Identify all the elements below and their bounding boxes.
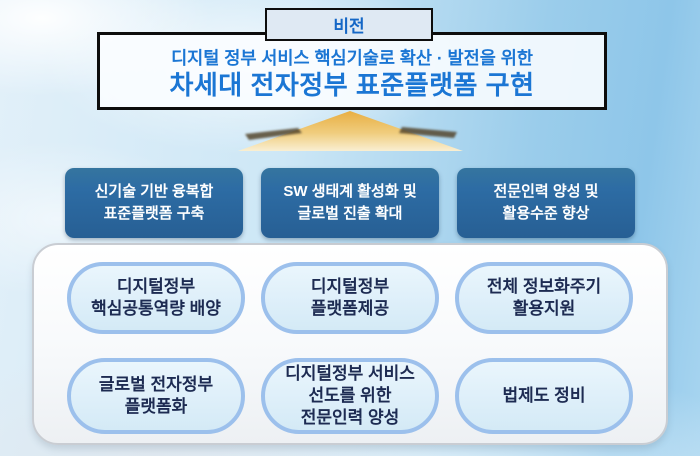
vision-subtitle: 디지털 정부 서비스 핵심기술로 확산 · 발전을 위한 (171, 48, 533, 69)
vision-statement-box: 디지털 정부 서비스 핵심기술로 확산 · 발전을 위한 차세대 전자정부 표준… (97, 32, 607, 110)
task-line: 글로벌 전자정부 (98, 375, 214, 395)
task-pill-lifecycle-support: 전체 정보화주기 활용지원 (455, 262, 633, 334)
task-pill-global-platform: 글로벌 전자정부 플랫폼화 (67, 358, 245, 434)
vision-label-box: 비전 (265, 8, 433, 41)
task-row-2: 글로벌 전자정부 플랫폼화 디지털정부 서비스 선도를 위한 전문인력 양성 법… (34, 358, 666, 434)
vision-title: 차세대 전자정부 표준플랫폼 구현 (169, 70, 535, 101)
task-line: 디지털정부 서비스 (285, 364, 415, 384)
task-line: 선도를 위한 (308, 386, 392, 406)
task-line: 디지털정부 (310, 277, 390, 297)
strategy-box-experts: 전문인력 양성 및 활용수준 향상 (457, 168, 635, 238)
task-line: 플랫폼제공 (310, 299, 390, 318)
task-line: 디지털정부 (116, 277, 196, 297)
task-line: 전문인력 양성 (300, 407, 400, 427)
strategy-row: 신기술 기반 융복합 표준플랫폼 구축 SW 생태계 활성화 및 글로벌 진출 … (0, 168, 700, 238)
strategy-line: SW 생태계 활성화 및 (283, 183, 417, 201)
task-pill-core-capability: 디지털정부 핵심공통역량 배양 (67, 262, 245, 334)
strategy-line: 글로벌 진출 확대 (297, 205, 403, 222)
task-pill-legal-system: 법제도 정비 (455, 358, 633, 434)
task-line: 핵심공통역량 배양 (91, 299, 221, 318)
vision-label: 비전 (333, 17, 365, 36)
task-row-1: 디지털정부 핵심공통역량 배양 디지털정부 플랫폼제공 전체 정보화주기 활용지… (34, 262, 666, 334)
task-line: 전체 정보화주기 (486, 277, 602, 297)
task-pill-expert-training: 디지털정부 서비스 선도를 위한 전문인력 양성 (261, 358, 439, 434)
tasks-panel: 디지털정부 핵심공통역량 배양 디지털정부 플랫폼제공 전체 정보화주기 활용지… (32, 243, 668, 445)
strategy-line: 신기술 기반 융복합 (94, 183, 214, 201)
task-pill-platform-provision: 디지털정부 플랫폼제공 (261, 262, 439, 334)
strategy-line: 표준플랫폼 구축 (103, 205, 205, 222)
up-arrow-icon (236, 110, 466, 153)
strategy-box-sw-ecosystem: SW 생태계 활성화 및 글로벌 진출 확대 (261, 168, 439, 238)
task-line: 플랫폼화 (124, 397, 188, 416)
strategy-box-new-tech: 신기술 기반 융복합 표준플랫폼 구축 (65, 168, 243, 238)
task-line: 법제도 정비 (502, 386, 586, 406)
task-line: 활용지원 (512, 299, 576, 318)
strategy-line: 전문인력 양성 및 (493, 183, 599, 201)
strategy-line: 활용수준 향상 (502, 205, 590, 222)
